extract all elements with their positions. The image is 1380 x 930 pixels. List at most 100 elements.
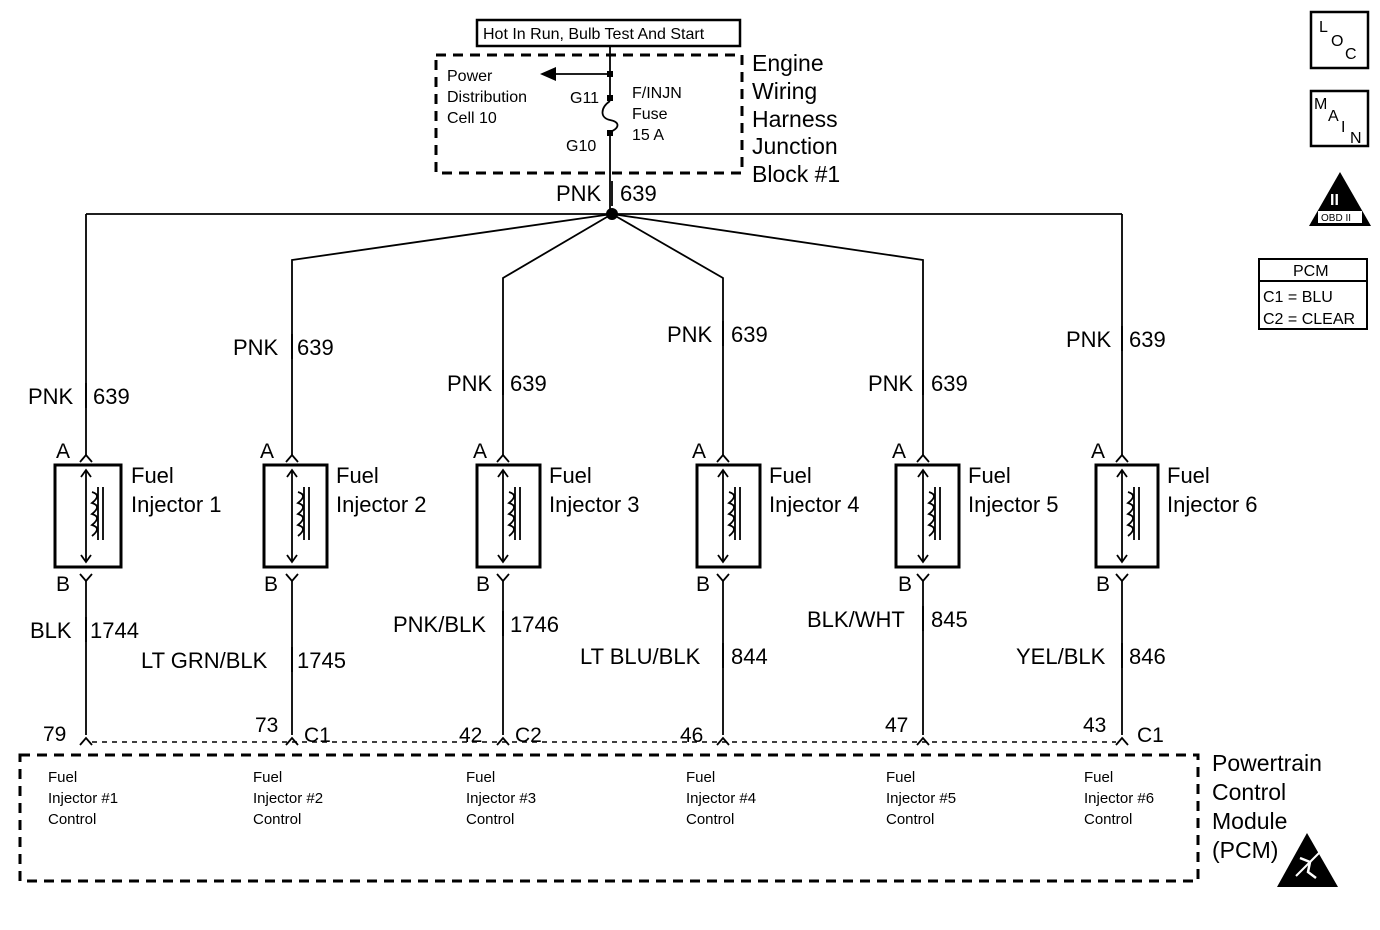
pcm-title-line2: Control <box>1212 779 1286 805</box>
injector-4-label-line1: Fuel <box>769 463 812 488</box>
injector-3-in-circuit: 639 <box>510 371 547 396</box>
junction-title-line1: Engine <box>752 50 824 76</box>
injector-4: PNK 639 A Fuel Injector 4 B LT BLU/BLK 8… <box>580 321 860 747</box>
pcm-label-2-line3: Control <box>253 811 301 828</box>
injector-2-label-line2: Injector 2 <box>336 492 427 517</box>
coil-icon <box>1126 491 1134 537</box>
injector-2-pin-a: A <box>260 440 274 463</box>
injector-4-in-color: PNK <box>667 322 713 347</box>
arrow-left-icon <box>540 67 556 81</box>
pcm-title-line3: Module <box>1212 808 1287 834</box>
junction-title-line3: Harness <box>752 106 838 132</box>
injector-5-pin-b: B <box>898 573 912 596</box>
pin-g10: G10 <box>566 138 596 155</box>
fuse-icon <box>601 100 619 133</box>
junction-block: Power Distribution Cell 10 G11 G10 F/INJ… <box>434 46 840 215</box>
esd-warning-icon <box>1277 833 1338 887</box>
injector-4-pin-b: B <box>696 573 710 596</box>
pcm-label-1-line3: Control <box>48 811 96 828</box>
injector-5-out-circuit: 845 <box>931 607 968 632</box>
injector-1-label-line1: Fuel <box>131 463 174 488</box>
fuse-label-line2: Fuse <box>632 106 668 123</box>
header-text: Hot In Run, Bulb Test And Start <box>483 26 705 43</box>
injector-1-in-color: PNK <box>28 384 74 409</box>
loc-char-o: O <box>1331 33 1343 50</box>
injector-6-pcm-pin: 43 <box>1083 714 1106 737</box>
injector-3-out-circuit: 1746 <box>510 612 559 637</box>
injector-6-label-line1: Fuel <box>1167 463 1210 488</box>
loc-char-l: L <box>1319 19 1328 36</box>
pcm-label-2-line2: Injector #2 <box>253 790 323 807</box>
main-icon[interactable]: M A I N <box>1309 89 1370 148</box>
pcm-label-3-line2: Injector #3 <box>466 790 536 807</box>
injector-4-out-circuit: 844 <box>731 644 768 669</box>
injector-2-pin-b: B <box>264 573 278 596</box>
injector-4-pcm-pin: 46 <box>680 724 703 747</box>
pcm-legend-title: PCM <box>1293 263 1329 280</box>
pcm-label-1-line1: Fuel <box>48 769 77 786</box>
junction-title-line2: Wiring <box>752 78 817 104</box>
pcm-label-6-line1: Fuel <box>1084 769 1113 786</box>
injector-5-label-line2: Injector 5 <box>968 492 1059 517</box>
injector-4-in-circuit: 639 <box>731 322 768 347</box>
junction-title-line5: Block #1 <box>752 161 840 187</box>
pcm-label-1-line2: Injector #1 <box>48 790 118 807</box>
pcm-label-3-line1: Fuel <box>466 769 495 786</box>
injector-1-in-circuit: 639 <box>93 384 130 409</box>
injector-6-connector: C1 <box>1137 724 1164 747</box>
injector-6-out-circuit: 846 <box>1129 644 1166 669</box>
injector-6-out-color: YEL/BLK <box>1016 644 1106 669</box>
obd-numeral: II <box>1330 192 1339 209</box>
injector-1-pcm-pin: 79 <box>43 723 66 746</box>
pcm-label-4-line1: Fuel <box>686 769 715 786</box>
injector-6-pin-b: B <box>1096 573 1110 596</box>
injector-3-pin-b: B <box>476 573 490 596</box>
obd-ii-icon[interactable]: II OBD II <box>1309 172 1371 226</box>
injector-2-in-color: PNK <box>233 335 279 360</box>
pcm-label-6-line3: Control <box>1084 811 1132 828</box>
pcm-label-2-line1: Fuel <box>253 769 282 786</box>
coil-icon <box>727 491 735 537</box>
injector-2-in-circuit: 639 <box>297 335 334 360</box>
injector-1-pin-b: B <box>56 573 70 596</box>
loc-icon[interactable]: L O C <box>1309 10 1370 70</box>
injector-4-pin-a: A <box>692 440 706 463</box>
injector-2-out-color: LT GRN/BLK <box>141 648 268 673</box>
fuse-label-line3: 15 A <box>632 127 664 144</box>
injector-3-label-line1: Fuel <box>549 463 592 488</box>
pin-g11: G11 <box>570 90 599 107</box>
splice-branches <box>85 208 1123 456</box>
pcm-label-5-line2: Injector #5 <box>886 790 956 807</box>
injector-3-pin-a: A <box>473 440 487 463</box>
main-wire-color: PNK <box>556 181 602 206</box>
injector-3-label-line2: Injector 3 <box>549 492 640 517</box>
injector-6-pin-a: A <box>1091 440 1105 463</box>
injector-3-pcm-pin: 42 <box>459 724 482 747</box>
pcm-label-5-line3: Control <box>886 811 934 828</box>
injector-5-in-color: PNK <box>868 371 914 396</box>
injector-2-out-circuit: 1745 <box>297 648 346 673</box>
injector-1-out-circuit: 1744 <box>90 618 139 643</box>
injector-5-pcm-pin: 47 <box>885 714 908 737</box>
main-char-i: I <box>1341 119 1345 136</box>
loc-char-c: C <box>1345 46 1357 63</box>
pcm-label-6-line2: Injector #6 <box>1084 790 1154 807</box>
injector-1-label-line2: Injector 1 <box>131 492 222 517</box>
pcm-title-line4: (PCM) <box>1212 837 1278 863</box>
fuse-label-line1: F/INJN <box>632 85 682 102</box>
injector-3-out-color: PNK/BLK <box>393 612 486 637</box>
injector-6-label-line2: Injector 6 <box>1167 492 1258 517</box>
injector-2-connector: C1 <box>304 724 331 747</box>
main-char-m: M <box>1314 96 1327 113</box>
pcm-label-4-line3: Control <box>686 811 734 828</box>
power-label-line2: Distribution <box>447 89 527 106</box>
injector-5-pin-a: A <box>892 440 906 463</box>
header-box: Hot In Run, Bulb Test And Start <box>475 18 742 48</box>
injector-6: PNK 639 A Fuel Injector 6 B YEL/BLK 846 … <box>1016 326 1258 747</box>
injector-5: PNK 639 A Fuel Injector 5 B BLK/WHT 845 … <box>807 370 1059 746</box>
pcm-title-line1: Powertrain <box>1212 750 1322 776</box>
injector-1-out-color: BLK <box>30 618 72 643</box>
main-char-a: A <box>1328 108 1339 125</box>
